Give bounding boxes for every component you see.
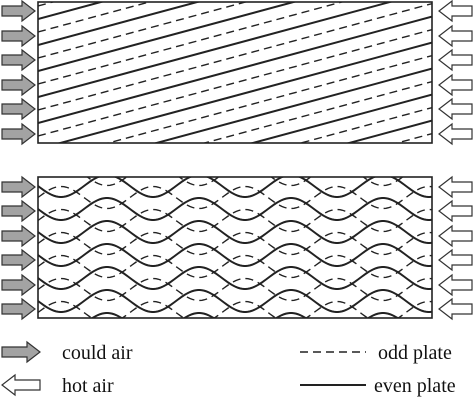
odd-plate-line [38,2,345,85]
hot-air-arrow-icon [438,122,473,146]
hot-air-arrow-icon [438,224,473,248]
hot-air-arrow-icon [438,24,473,48]
even-plate-wave [38,289,432,313]
odd-plate-line [38,2,432,111]
hot-air-arrow-icon [438,199,473,223]
even-plate-line [345,119,432,143]
even-plate-line [56,41,432,143]
cold-air-arrow-icon [1,24,36,48]
even-plate-line [248,93,432,143]
even-plate-line [38,2,298,72]
even-plate-wave [90,312,400,318]
legend-cold-air-arrow-icon [1,340,41,364]
even-plate-wave [38,197,432,221]
air-flow-arrows [1,0,473,321]
wavy-plate-lines [38,152,432,318]
odd-plate-line [298,106,432,143]
cold-air-arrow-icon [1,48,36,72]
hot-air-arrow-icon [438,97,473,121]
even-plate-wave [38,177,432,198]
even-plate-line [38,2,202,46]
hot-air-arrow-icon [438,175,473,199]
cold-air-arrow-icon [1,199,36,223]
even-plate-line [152,67,432,143]
hot-air-arrow-icon [438,0,473,23]
even-plate-wave [38,220,432,244]
cold-air-arrow-icon [1,248,36,272]
cold-air-arrow-icon [1,175,36,199]
hot-air-arrow-icon [438,297,473,321]
odd-plate-line [38,2,152,33]
odd-plate-line [38,2,249,59]
hot-air-arrow-icon [438,48,473,72]
legend-odd-plate-label: odd plate [378,342,452,364]
even-plate-line [38,15,432,124]
odd-plate-line [105,54,432,143]
cold-air-arrow-icon [1,224,36,248]
diagonal-plate-lines [38,2,432,143]
legend-even-plate-label: even plate [374,375,456,397]
even-plate-wave [38,152,432,174]
diagonal-plate-panel [37,1,433,144]
odd-plate-wave [38,231,432,256]
even-plate-line [38,2,105,20]
legend-hot-air-arrow-icon [1,373,41,397]
odd-plate-wave [38,277,432,302]
odd-plate-wave [38,185,432,210]
odd-plate-wave [38,300,432,318]
wavy-plate-panel [37,176,433,319]
legend: could air hot air odd plate even plate [1,340,456,397]
odd-plate-wave [38,254,432,279]
even-plate-wave [38,243,432,267]
odd-plate-wave [38,208,432,233]
odd-plate-wave [86,177,404,187]
legend-cold-air-label: could air [62,342,133,364]
cold-air-arrow-icon [1,273,36,297]
hot-air-arrow-icon [438,273,473,297]
cold-air-arrow-icon [1,0,36,23]
cold-air-arrow-icon [1,97,36,121]
hot-air-arrow-icon [438,73,473,97]
legend-hot-air-label: hot air [62,375,114,397]
cold-air-arrow-icon [1,297,36,321]
cold-air-arrow-icon [1,73,36,97]
legend-arrow-icons [1,340,41,397]
odd-plate-line [38,28,432,137]
even-plate-wave [38,266,432,290]
cold-air-arrow-icon [1,122,36,146]
odd-plate-line [201,80,432,143]
hot-air-arrow-icon [438,248,473,272]
even-plate-line [38,2,394,98]
